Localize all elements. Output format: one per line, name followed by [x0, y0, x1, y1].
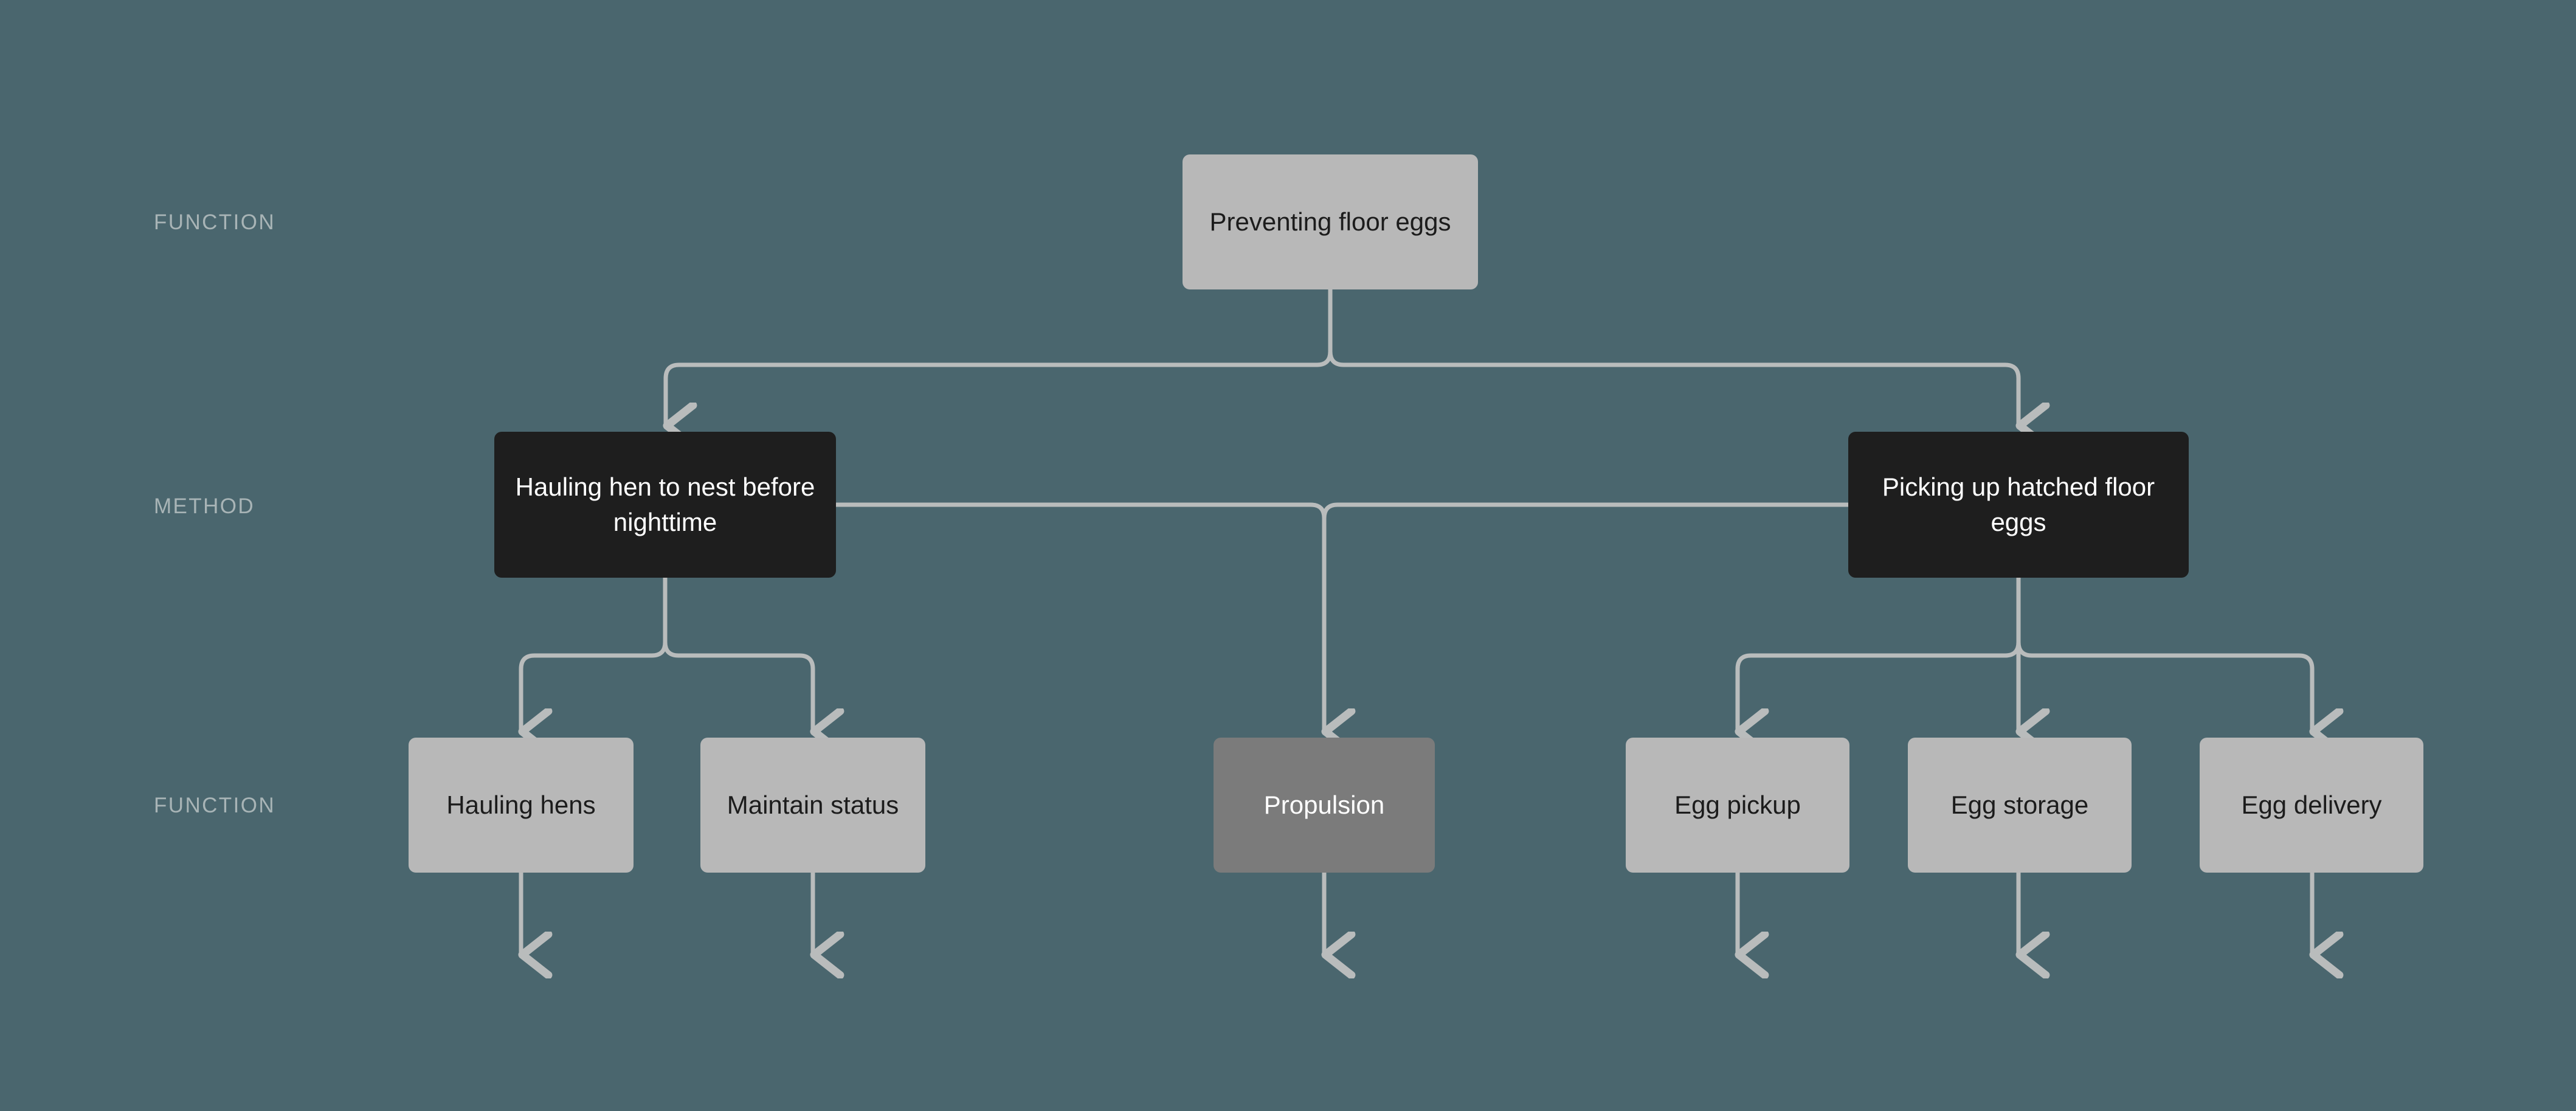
node-label: Propulsion: [1263, 791, 1385, 820]
node-label: Egg storage: [1950, 791, 2089, 820]
node-label: Preventing floor eggs: [1209, 207, 1451, 237]
node-label: Hauling hens: [446, 791, 596, 820]
edge-hauling-hen-to-maintain-status: [663, 578, 813, 732]
edge-picking-up-to-egg-pickup: [1738, 578, 2021, 732]
node-hauling-hen-to-nest-before-nighttime[interactable]: Hauling hen to nest before nighttime: [494, 432, 836, 578]
row-label-function-top: FUNCTION: [154, 210, 276, 234]
edge-hauling-hen-to-hauling-hens: [521, 578, 668, 732]
node-hauling-hens[interactable]: Hauling hens: [409, 738, 634, 873]
node-label: Maintain status: [727, 791, 899, 820]
node-egg-pickup[interactable]: Egg pickup: [1626, 738, 1849, 873]
node-preventing-floor-eggs[interactable]: Preventing floor eggs: [1183, 154, 1478, 289]
node-egg-storage[interactable]: Egg storage: [1908, 738, 2132, 873]
node-egg-delivery[interactable]: Egg delivery: [2200, 738, 2423, 873]
edge-method-bus-right: [1322, 502, 1848, 519]
edge-picking-up-to-egg-delivery: [2016, 578, 2312, 732]
node-label: Picking up hatched floor eggs: [1882, 472, 2155, 536]
edge-method-bus-left: [836, 502, 1324, 732]
edge-preventing-to-hauling-hen: [666, 289, 1333, 426]
node-maintain-status[interactable]: Maintain status: [700, 738, 925, 873]
row-label-function-bottom: FUNCTION: [154, 794, 276, 817]
node-label: Egg pickup: [1674, 791, 1801, 820]
node-picking-up-hatched-floor-eggs[interactable]: Picking up hatched floor eggs: [1848, 432, 2189, 578]
node-label: Hauling hen to nest before nighttime: [515, 472, 815, 536]
node-propulsion[interactable]: Propulsion: [1214, 738, 1435, 873]
edge-preventing-to-picking-up: [1328, 289, 2018, 426]
row-label-method: METHOD: [154, 494, 255, 518]
node-label: Egg delivery: [2241, 791, 2382, 820]
